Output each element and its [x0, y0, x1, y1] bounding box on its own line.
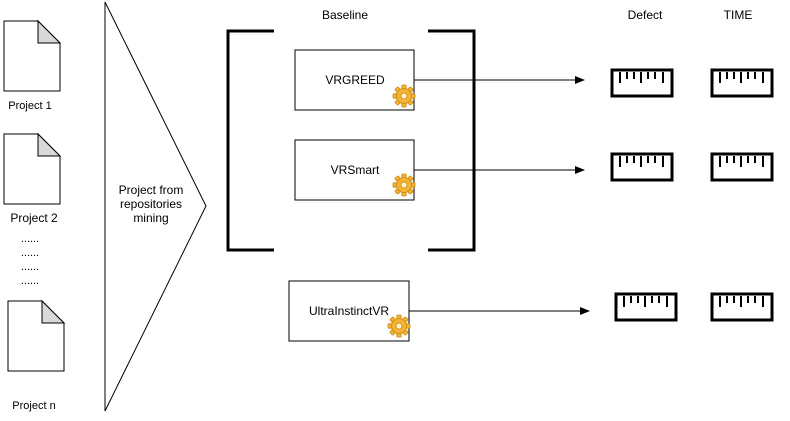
ellipsis-1: ...... [21, 233, 39, 245]
funnel-label-line2: repositories [120, 197, 182, 211]
right-bracket [428, 29, 476, 252]
ultrainstinctvr-label: UltraInstinctVR [309, 304, 389, 318]
ruler-icon [610, 152, 674, 182]
ruler-icon [610, 68, 674, 98]
vrsmart-label: VRSmart [331, 163, 380, 177]
ellipsis-4: ...... [21, 275, 39, 287]
vrgreed-label: VRGREED [325, 73, 385, 87]
gear-icon [392, 84, 416, 108]
defect-header: Defect [628, 8, 663, 22]
vrgreed-box [294, 49, 415, 111]
project-2-label: Project 2 [10, 211, 58, 225]
ellipsis-3: ...... [21, 261, 39, 273]
funnel-label-line3: mining [133, 211, 168, 225]
document-icon [7, 300, 65, 372]
funnel-label-line1: Project from [119, 183, 184, 197]
ruler-icon [710, 68, 774, 98]
project-n-label: Project n [12, 400, 55, 412]
ruler-icon [710, 292, 774, 322]
time-header: TIME [724, 8, 753, 22]
document-icon [3, 133, 61, 205]
ruler-icon [710, 152, 774, 182]
ruler-icon [614, 292, 678, 322]
ultrainstinctvr-box [288, 280, 410, 342]
mining-funnel [104, 1, 207, 412]
left-bracket [226, 29, 274, 252]
document-icon [3, 20, 61, 92]
ellipsis-2: ...... [21, 247, 39, 259]
project-1-label: Project 1 [8, 100, 51, 112]
baseline-title: Baseline [322, 8, 368, 22]
vrsmart-box [294, 139, 415, 201]
gear-icon [392, 173, 416, 197]
gear-icon [387, 314, 411, 338]
